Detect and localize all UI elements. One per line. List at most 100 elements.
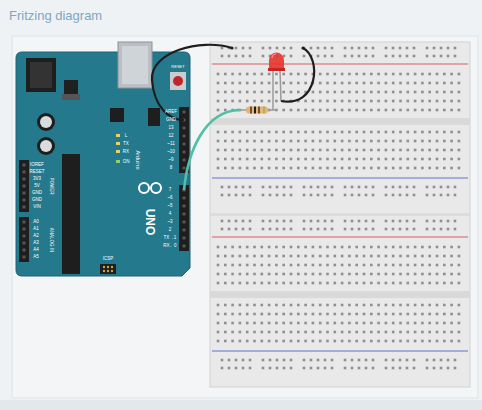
pin-name: RESET [29,170,44,175]
breadboard-hole [428,158,431,161]
breadboard-hole [268,255,271,258]
breadboard-hole [385,359,388,362]
breadboard-hole [414,73,417,76]
breadboard-hole [436,282,439,285]
rail-line [212,237,468,238]
breadboard-hole [454,367,457,370]
breadboard-hole [326,313,329,316]
breadboard-hole [312,331,315,334]
breadboard-hole [407,304,410,307]
breadboard-hole [317,186,320,189]
breadboard-hole [443,273,446,276]
breadboard-hole [334,91,337,94]
breadboard-hole [413,367,416,370]
breadboard-hole [303,228,306,231]
board-label: TX [123,142,129,147]
breadboard-hole [282,167,285,170]
breadboard-hole [426,228,429,231]
breadboard-hole [365,194,368,197]
breadboard-hole [428,149,431,152]
breadboard-hole [282,140,285,143]
board-label: RESET [171,65,184,69]
breadboard-hole [261,313,264,316]
breadboard-hole [217,255,220,258]
breadboard-hole [217,313,220,316]
breadboard-hole [297,158,300,161]
breadboard-hole [334,304,337,307]
breadboard-hole [377,100,380,103]
breadboard-hole [224,255,227,258]
breadboard-hole [341,331,344,334]
breadboard-hole [355,282,358,285]
breadboard-hole [235,367,238,370]
breadboard-hole [363,73,366,76]
breadboard-hole [304,82,307,85]
breadboard-hole [385,273,388,276]
breadboard-hole [370,158,373,161]
breadboard-hole [421,140,424,143]
header-pin [23,256,26,259]
breadboard-hole [312,264,315,267]
breadboard-hole [363,313,366,316]
breadboard-hole [290,149,293,152]
breadboard-hole [297,149,300,152]
breadboard-hole [235,186,238,189]
breadboard-hole [450,273,453,276]
breadboard-hole [458,331,461,334]
breadboard-hole [372,228,375,231]
breadboard-hole [324,220,327,223]
breadboard-hole [246,313,249,316]
breadboard-hole [239,82,242,85]
breadboard-hole [392,367,395,370]
breadboard-hole [303,194,306,197]
breadboard-hole [242,220,245,223]
breadboard-hole [385,340,388,343]
breadboard-hole [355,246,358,249]
header-pin [183,213,186,216]
breadboard-hole [406,359,409,362]
breadboard-hole [341,149,344,152]
breadboard-hole [312,131,315,134]
breadboard-hole [377,246,380,249]
breadboard-hole [458,340,461,343]
breadboard-hole [297,322,300,325]
breadboard-hole [358,220,361,223]
breadboard-hole [253,140,256,143]
breadboard-hole [319,149,322,152]
led-indicator [116,134,120,137]
breadboard-hole [303,186,306,189]
breadboard-hole [235,194,238,197]
breadboard-hole [428,282,431,285]
breadboard-hole [436,109,439,112]
breadboard-hole [421,313,424,316]
breadboard-hole [341,340,344,343]
breadboard-hole [246,131,249,134]
breadboard-channel [210,291,470,298]
breadboard-hole [413,194,416,197]
breadboard-hole [414,246,417,249]
breadboard-hole [246,255,249,258]
breadboard-hole [413,220,416,223]
breadboard-hole [224,140,227,143]
breadboard-hole [253,167,256,170]
breadboard-hole [392,313,395,316]
arduino-logo [151,183,161,193]
breadboard-hole [304,109,307,112]
breadboard-hole [334,313,337,316]
breadboard-hole [326,282,329,285]
breadboard-hole [268,100,271,103]
breadboard-hole [261,273,264,276]
breadboard-hole [290,264,293,267]
breadboard-hole [443,304,446,307]
voltage-regulator [64,80,78,94]
breadboard-hole [365,55,368,58]
breadboard-hole [450,73,453,76]
breadboard-hole [331,367,334,370]
breadboard-hole [310,367,313,370]
breadboard-hole [319,264,322,267]
breadboard-hole [399,140,402,143]
breadboard-hole [358,194,361,197]
pin-name: IOREF [30,163,44,168]
breadboard-hole [326,73,329,76]
